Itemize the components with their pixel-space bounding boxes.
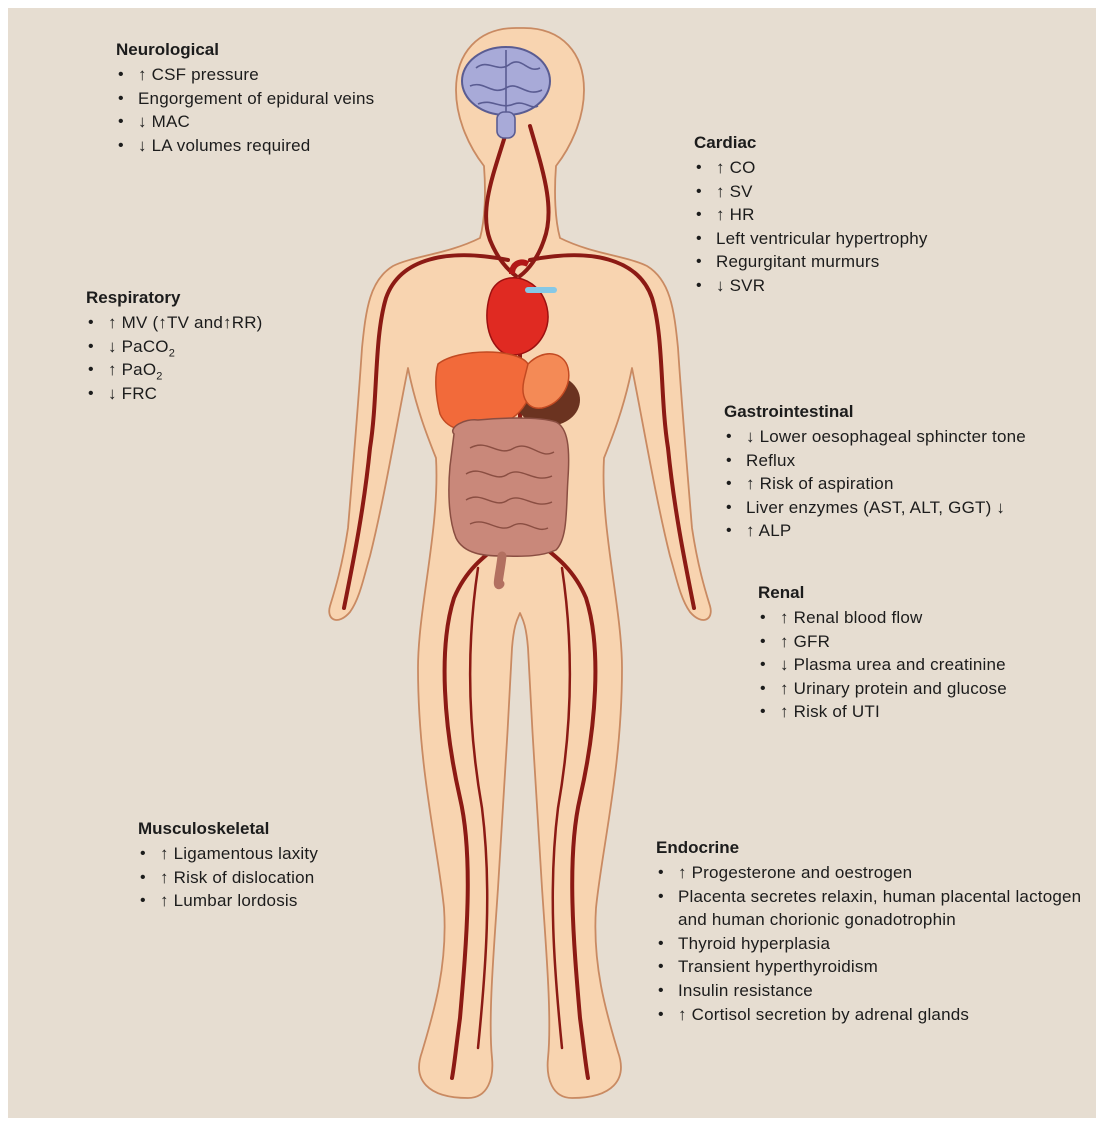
gastrointestinal-list: ↓ Lower oesophageal sphincter tone Reflu…	[724, 425, 1026, 543]
list-item: Placenta secretes relaxin, human placent…	[656, 885, 1088, 932]
respiratory-list: ↑ MV (↑TV and↑RR) ↓ PaCO2 ↑ PaO2 ↓ FRC	[86, 311, 263, 405]
list-item: Reflux	[724, 449, 1026, 473]
list-item: ↑ ALP	[724, 519, 1026, 543]
list-item: ↓ SVR	[694, 274, 928, 298]
list-item: ↑ Progesterone and oestrogen	[656, 861, 1088, 885]
list-item: ↑ HR	[694, 203, 928, 227]
renal-list: ↑ Renal blood flow ↑ GFR ↓ Plasma urea a…	[758, 606, 1007, 724]
musculoskeletal-section: Musculoskeletal ↑ Ligamentous laxity ↑ R…	[138, 818, 318, 913]
body-silhouette	[329, 28, 711, 1098]
list-item: ↓ LA volumes required	[116, 134, 374, 158]
musculoskeletal-list: ↑ Ligamentous laxity ↑ Risk of dislocati…	[138, 842, 318, 913]
cardiac-title: Cardiac	[694, 132, 928, 153]
list-item: ↑ CSF pressure	[116, 63, 374, 87]
cardiac-section: Cardiac ↑ CO ↑ SV ↑ HR Left ventricular …	[694, 132, 928, 298]
list-item: ↑ GFR	[758, 630, 1007, 654]
list-item: ↑ Lumbar lordosis	[138, 889, 318, 913]
list-item: Liver enzymes (AST, ALT, GGT) ↓	[724, 496, 1026, 520]
list-item: ↓ Lower oesophageal sphincter tone	[724, 425, 1026, 449]
list-item: Regurgitant murmurs	[694, 250, 928, 274]
renal-section: Renal ↑ Renal blood flow ↑ GFR ↓ Plasma …	[758, 582, 1007, 724]
list-item: ↓ PaCO2	[86, 335, 263, 359]
renal-title: Renal	[758, 582, 1007, 603]
list-item: ↑ Renal blood flow	[758, 606, 1007, 630]
list-item: ↑ Risk of aspiration	[724, 472, 1026, 496]
musculoskeletal-title: Musculoskeletal	[138, 818, 318, 839]
cardiac-list: ↑ CO ↑ SV ↑ HR Left ventricular hypertro…	[694, 156, 928, 298]
list-item: ↑ Urinary protein and glucose	[758, 677, 1007, 701]
list-item: ↑ CO	[694, 156, 928, 180]
list-item: ↑ Ligamentous laxity	[138, 842, 318, 866]
list-item: Left ventricular hypertrophy	[694, 227, 928, 251]
list-item: ↓ Plasma urea and creatinine	[758, 653, 1007, 677]
endocrine-list: ↑ Progesterone and oestrogen Placenta se…	[656, 861, 1088, 1026]
list-item: ↑ PaO2	[86, 358, 263, 382]
list-item: ↑ SV	[694, 180, 928, 204]
endocrine-title: Endocrine	[656, 837, 1088, 858]
neurological-title: Neurological	[116, 39, 374, 60]
neurological-list: ↑ CSF pressure Engorgement of epidural v…	[116, 63, 374, 157]
gastrointestinal-title: Gastrointestinal	[724, 401, 1026, 422]
diagram-canvas: Neurological ↑ CSF pressure Engorgement …	[8, 8, 1096, 1118]
list-item: Thyroid hyperplasia	[656, 932, 1088, 956]
list-item: Transient hyperthyroidism	[656, 955, 1088, 979]
list-item: ↑ Cortisol secretion by adrenal glands	[656, 1003, 1088, 1027]
respiratory-title: Respiratory	[86, 287, 263, 308]
list-item: ↑ Risk of UTI	[758, 700, 1007, 724]
neurological-section: Neurological ↑ CSF pressure Engorgement …	[116, 39, 374, 157]
list-item: Engorgement of epidural veins	[116, 87, 374, 111]
list-item: ↑ Risk of dislocation	[138, 866, 318, 890]
list-item: Insulin resistance	[656, 979, 1088, 1003]
list-item: ↓ MAC	[116, 110, 374, 134]
list-item: ↑ MV (↑TV and↑RR)	[86, 311, 263, 335]
endocrine-section: Endocrine ↑ Progesterone and oestrogen P…	[656, 837, 1088, 1026]
list-item: ↓ FRC	[86, 382, 263, 406]
gastrointestinal-section: Gastrointestinal ↓ Lower oesophageal sph…	[724, 401, 1026, 543]
respiratory-section: Respiratory ↑ MV (↑TV and↑RR) ↓ PaCO2 ↑ …	[86, 287, 263, 405]
